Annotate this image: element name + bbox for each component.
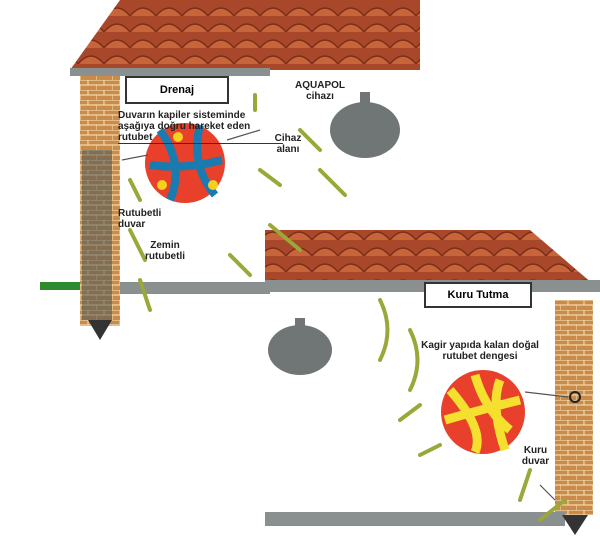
radiation-waves [128, 93, 567, 522]
bottom-roof [265, 230, 600, 290]
down-arrow-icon [88, 320, 112, 340]
drenaj-title: Drenaj [125, 76, 229, 104]
aquapol-device-bottom [268, 325, 332, 375]
label-line: rutubet dengesi [442, 351, 518, 362]
bottom-dry-wall [555, 300, 593, 515]
label-line: cihazı [306, 91, 334, 102]
label-line: Kuru [523, 445, 548, 456]
top-eave [70, 68, 270, 76]
bottom-floor [265, 512, 565, 526]
top-roof [70, 0, 420, 70]
label-line: Zemin [150, 240, 180, 251]
moisture-note: Duvarın kapiler sisteminde aşağıya doğru… [118, 110, 283, 144]
label-line: AQUAPOL [295, 80, 345, 91]
device-area-label: Cihaz alanı [268, 133, 308, 155]
label-line: Rutubetli [118, 208, 162, 219]
wet-wall-label: Rutubetli duvar [118, 208, 162, 230]
label-line: duvar [521, 456, 550, 467]
label-line: duvar [118, 219, 146, 230]
label-line: Kagir yapıda kalan doğal [421, 340, 539, 351]
aquapol-device-label: AQUAPOL cihazı [285, 80, 355, 102]
ground-label: Zemin rutubetli [140, 240, 190, 262]
label-line: aşağıya doğru hareket eden rutubet [118, 121, 283, 144]
balance-note: Kagir yapıda kalan doğal rutubet dengesi [420, 340, 540, 362]
dry-wall-label: Kuru duvar [518, 445, 553, 467]
label-line: rutubetli [145, 251, 185, 262]
label-line: Duvarın kapiler sisteminde [118, 110, 246, 121]
kuru-tutma-title: Kuru Tutma [424, 282, 532, 308]
label-line: Cihaz [274, 133, 302, 144]
aquapol-device-top [330, 102, 400, 158]
label-line: alanı [276, 144, 300, 155]
top-floor [120, 282, 270, 294]
